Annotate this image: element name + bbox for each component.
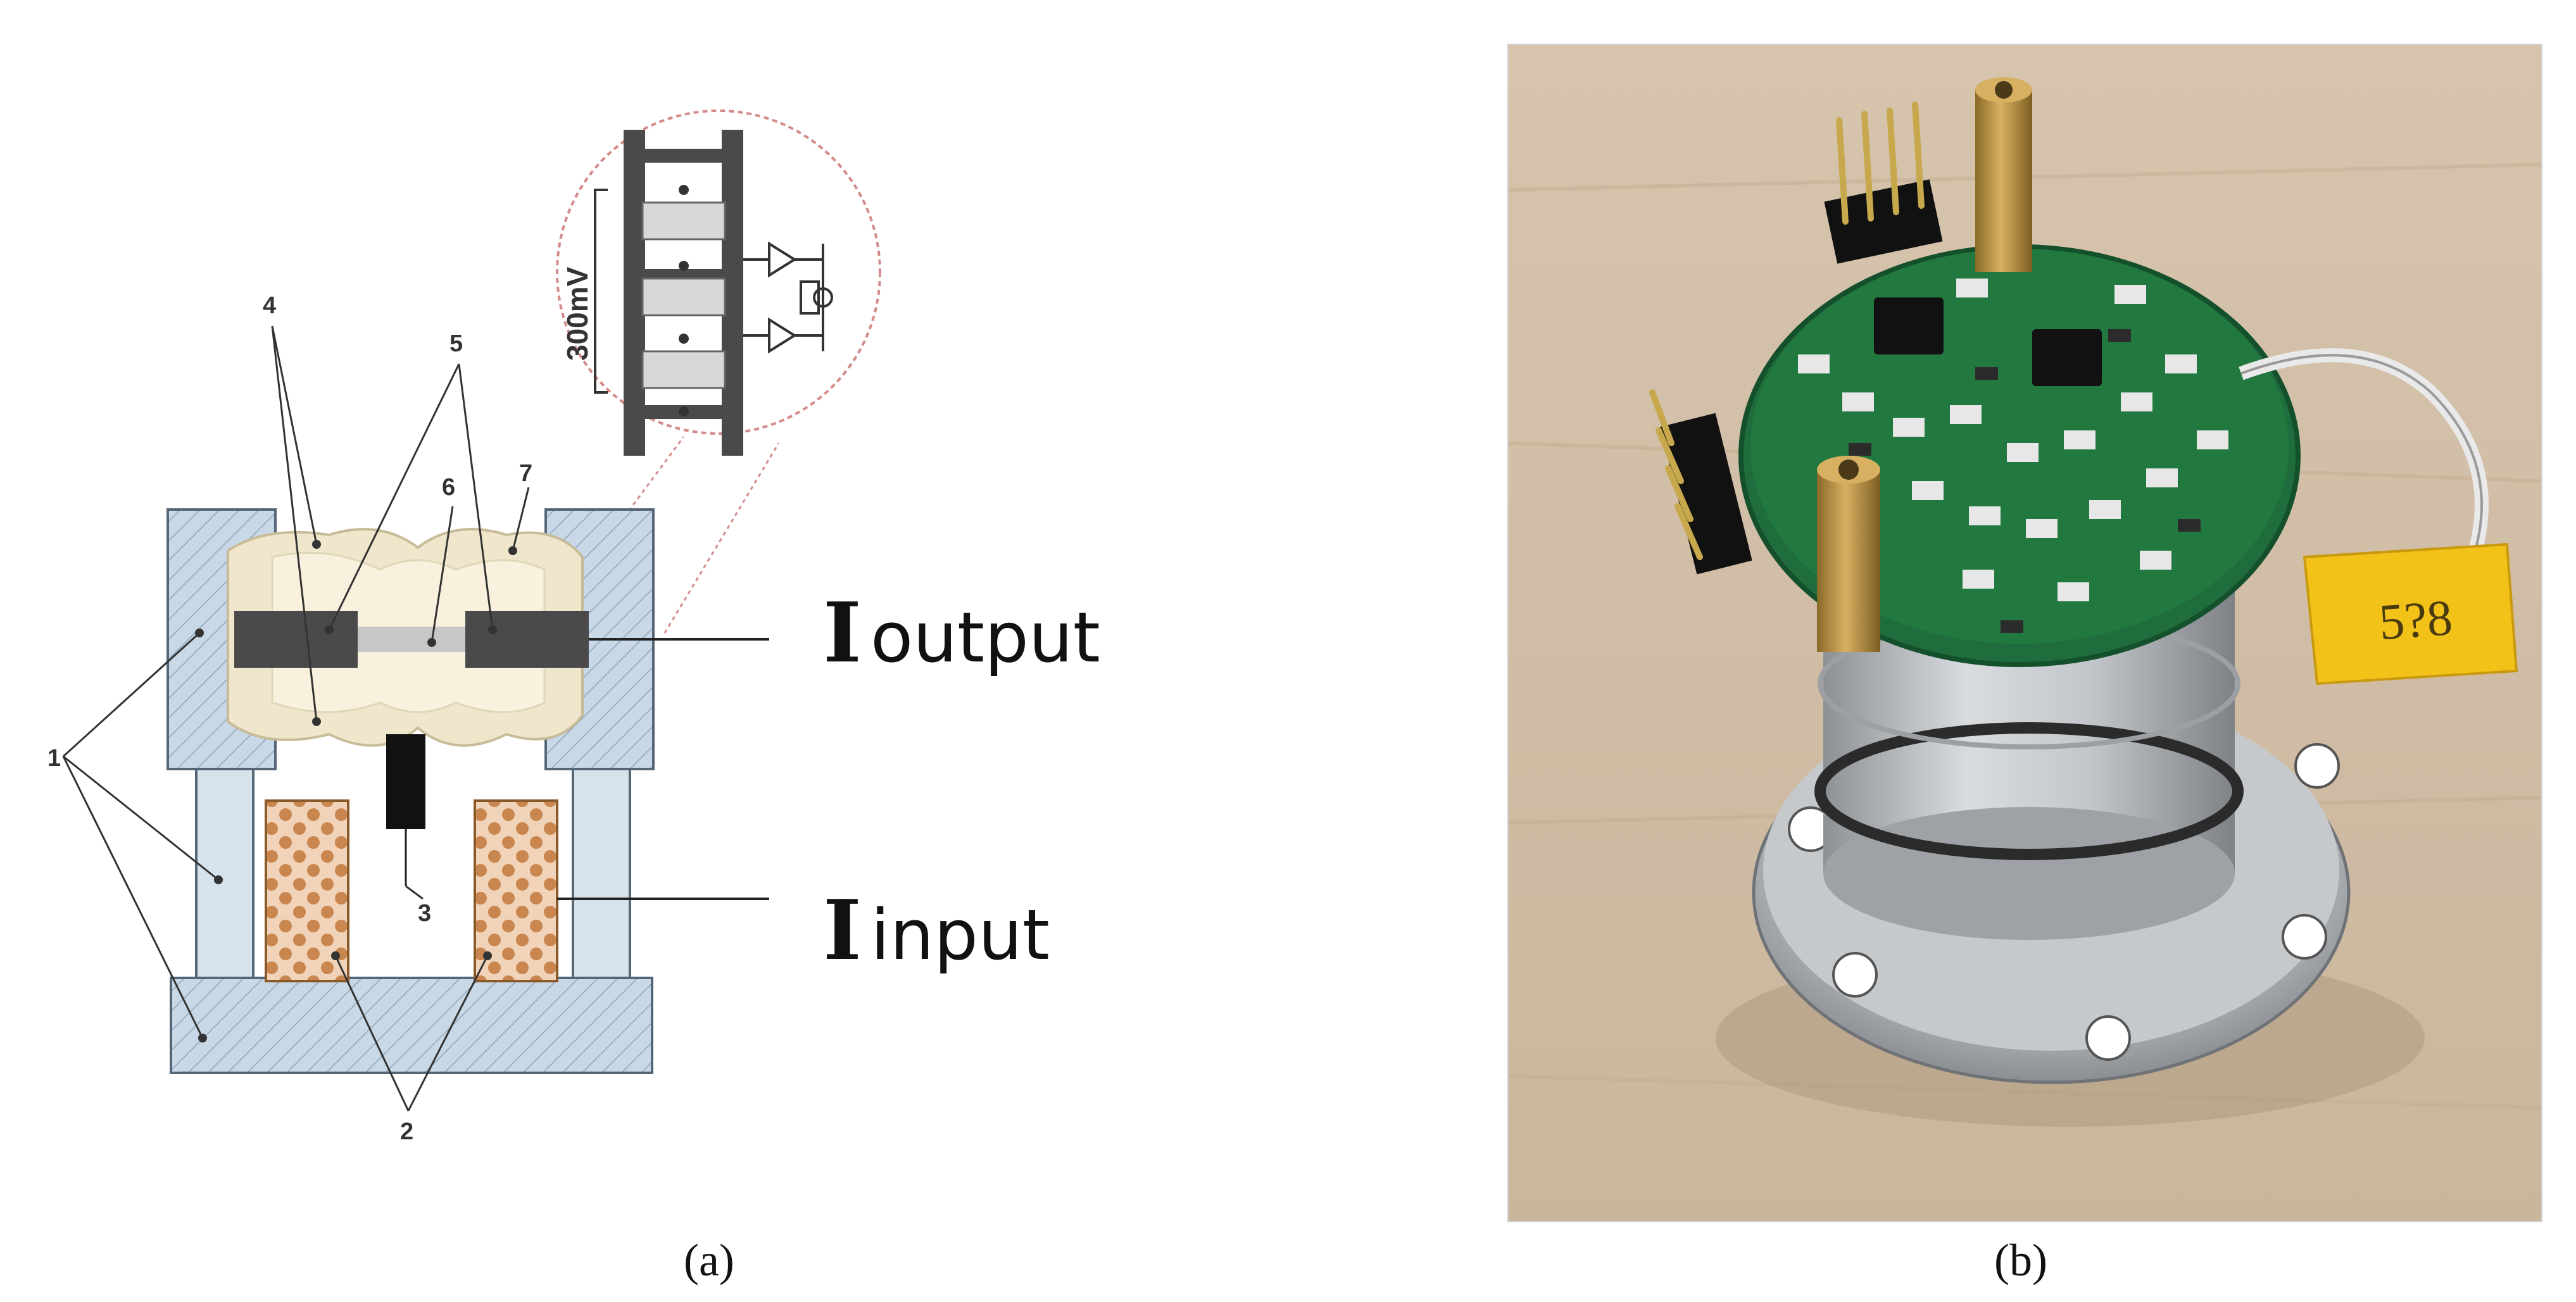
caption-a: (a) [684,1235,734,1286]
svg-text:5?8: 5?8 [2377,590,2454,651]
inset-voltage-label: 300mV [561,266,594,361]
part-label-3: 3 [418,900,431,927]
part-label-4: 4 [263,292,276,319]
electrode-right [465,611,589,668]
part-label-6: 6 [442,474,455,501]
part-label-7: 7 [519,460,532,487]
caption-b: (b) [1994,1235,2047,1286]
inset-magnifier: 300mV [537,110,881,634]
pin-header-side [1649,389,1752,575]
coil-left [265,799,349,982]
input-current-label: I input [823,882,1050,979]
frame-base [170,977,653,1074]
part-label-5: 5 [449,330,463,357]
brass-standoff-top [1975,77,2032,272]
pin-header-top [1824,101,1943,264]
pin-element [386,734,425,829]
svg-text:I: I [823,584,862,681]
brass-standoff-front [1817,456,1880,652]
coil-right [474,799,558,982]
part-label-1: 1 [47,745,61,772]
output-current-label: I output [823,584,1100,681]
svg-text:input: input [870,894,1050,975]
yellow-tag: 5?8 [2303,542,2518,685]
frame-right-column [572,768,631,986]
electrode-left [234,611,358,668]
part-label-2: 2 [400,1118,413,1145]
frame-left-column [195,768,254,986]
svg-text:output: output [870,597,1100,678]
sensor-photo: 5?8 [1508,44,2542,1222]
membrane-channel [358,627,465,652]
svg-text:I: I [823,882,862,979]
schematic-panel: 300mV [47,110,1100,1286]
